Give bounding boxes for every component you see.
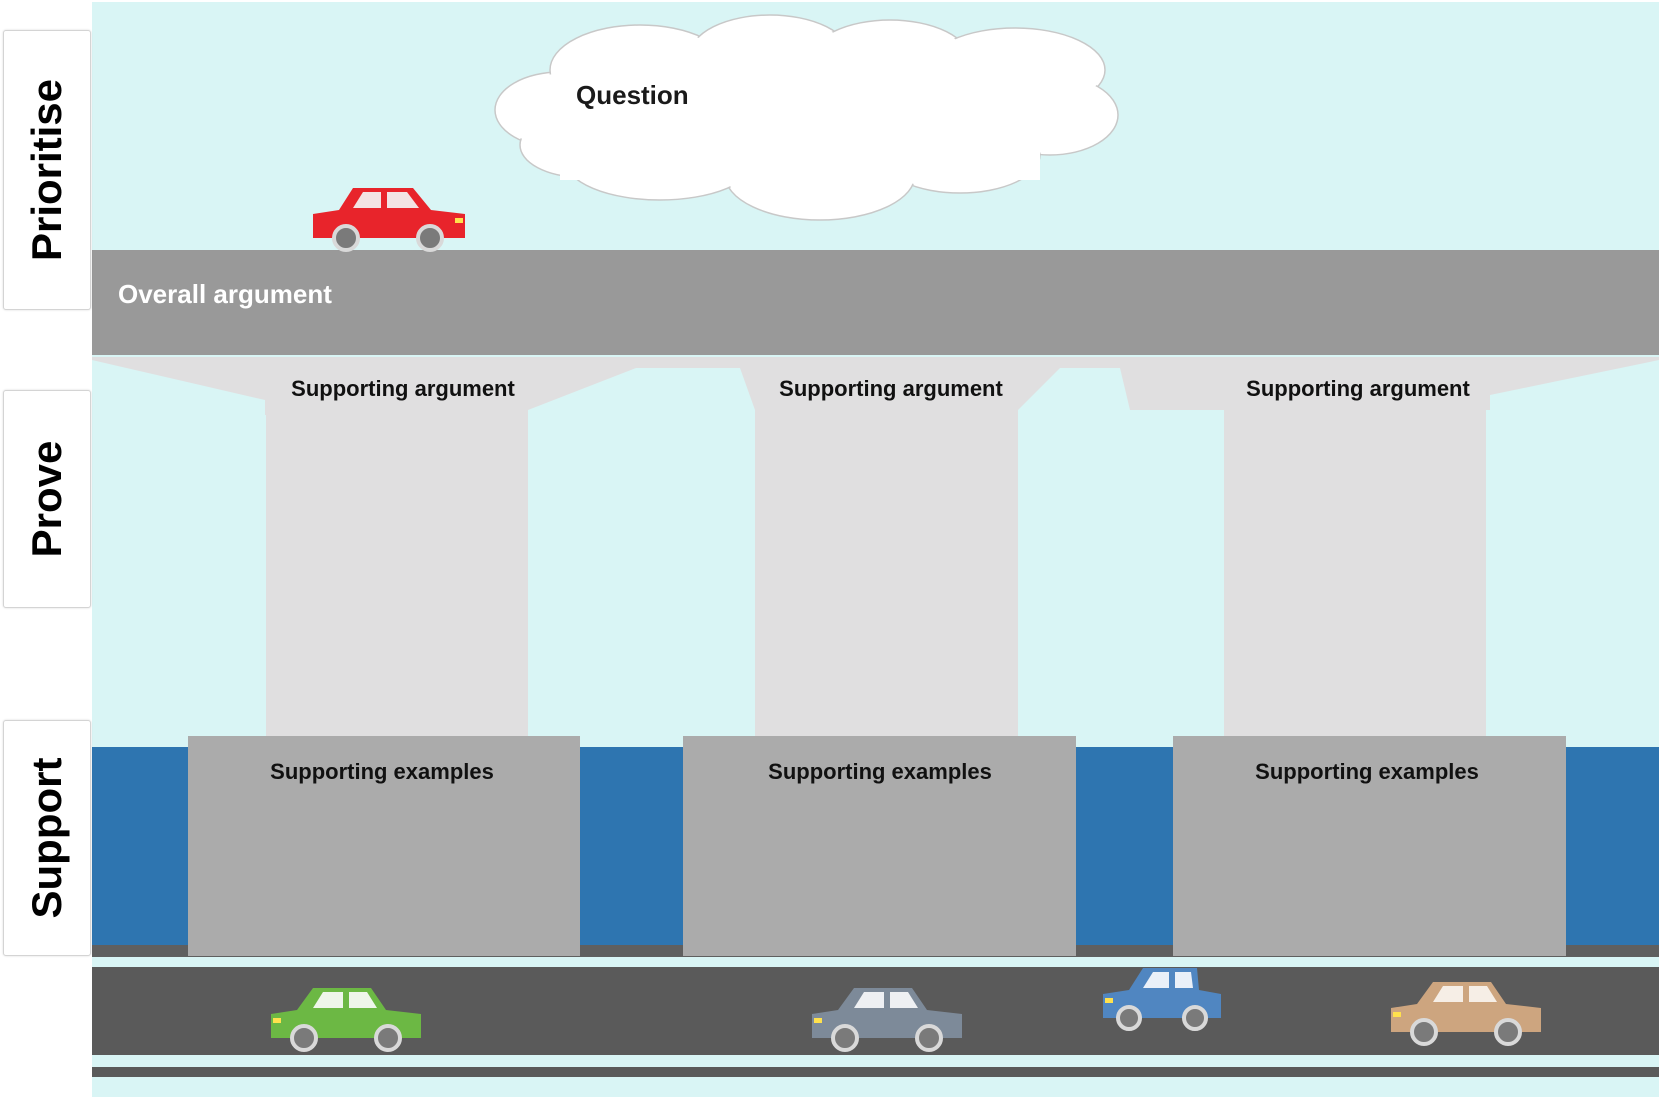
pillar-1 <box>266 370 528 748</box>
green-car-icon <box>271 988 421 1052</box>
supporting-examples-label: Supporting examples <box>1255 759 1479 784</box>
tan-car-icon <box>1391 982 1541 1046</box>
overall-argument-deck <box>92 250 1659 355</box>
prioritise-label-box: Prioritise <box>3 30 91 310</box>
question-cloud-fill <box>497 17 1116 218</box>
pillar-3 <box>1224 370 1486 748</box>
prove-label-box: Prove <box>3 390 91 608</box>
grey-car-icon <box>812 988 962 1052</box>
support-label: Support <box>23 757 70 919</box>
support-label-box: Support <box>3 720 91 956</box>
pillar-2 <box>755 370 1018 748</box>
prioritise-label: Prioritise <box>23 78 70 262</box>
blue-car-icon <box>1103 968 1221 1031</box>
road-edge-line <box>92 1067 1659 1077</box>
pillar-base-2 <box>683 736 1076 956</box>
red-car-icon <box>313 188 465 252</box>
overall-argument-label: Overall argument <box>118 279 332 309</box>
question-label: Question <box>576 80 689 110</box>
pillar-base-3 <box>1173 736 1566 956</box>
supporting-examples-label: Supporting examples <box>270 759 494 784</box>
supporting-argument-label: Supporting argument <box>291 376 515 401</box>
prove-label: Prove <box>23 440 70 558</box>
supporting-argument-label: Supporting argument <box>779 376 1003 401</box>
supporting-examples-label: Supporting examples <box>768 759 992 784</box>
pillar-base-1 <box>188 736 580 956</box>
supporting-argument-label: Supporting argument <box>1246 376 1470 401</box>
